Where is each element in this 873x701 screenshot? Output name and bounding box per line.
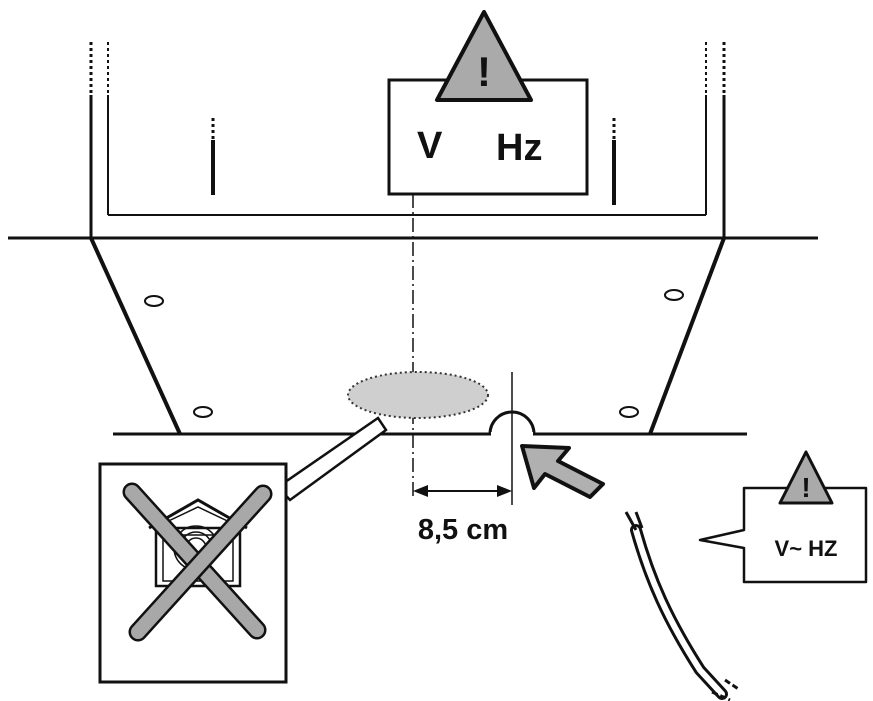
frequency-label: Hz (496, 127, 542, 169)
voltage-label: V (417, 125, 443, 167)
warning-triangle-icon: ! (435, 10, 533, 102)
screw-hole (619, 406, 639, 418)
screw-hole (144, 295, 164, 307)
insertion-arrow-icon (520, 444, 605, 499)
svg-text:!: ! (801, 472, 810, 503)
screw-hole (193, 406, 213, 418)
dimension-label: 8,5 cm (418, 514, 508, 546)
warning-triangle-icon: ! (778, 450, 834, 505)
screw-hole (664, 289, 684, 301)
appliance-right-side (648, 237, 726, 435)
cabinet-right-wall (705, 42, 726, 238)
dimension-arrow (413, 485, 512, 497)
crossed-out-icon (122, 482, 273, 642)
cabinet-left-wall (89, 42, 109, 238)
svg-text:!: ! (477, 48, 491, 95)
callout-pointer (276, 416, 388, 502)
power-cable-icon (624, 511, 741, 701)
no-mount-zone (347, 371, 489, 419)
appliance-left-side (89, 237, 182, 435)
side-rating-label (698, 486, 868, 584)
side-rating-text: V~ HZ (775, 536, 838, 561)
